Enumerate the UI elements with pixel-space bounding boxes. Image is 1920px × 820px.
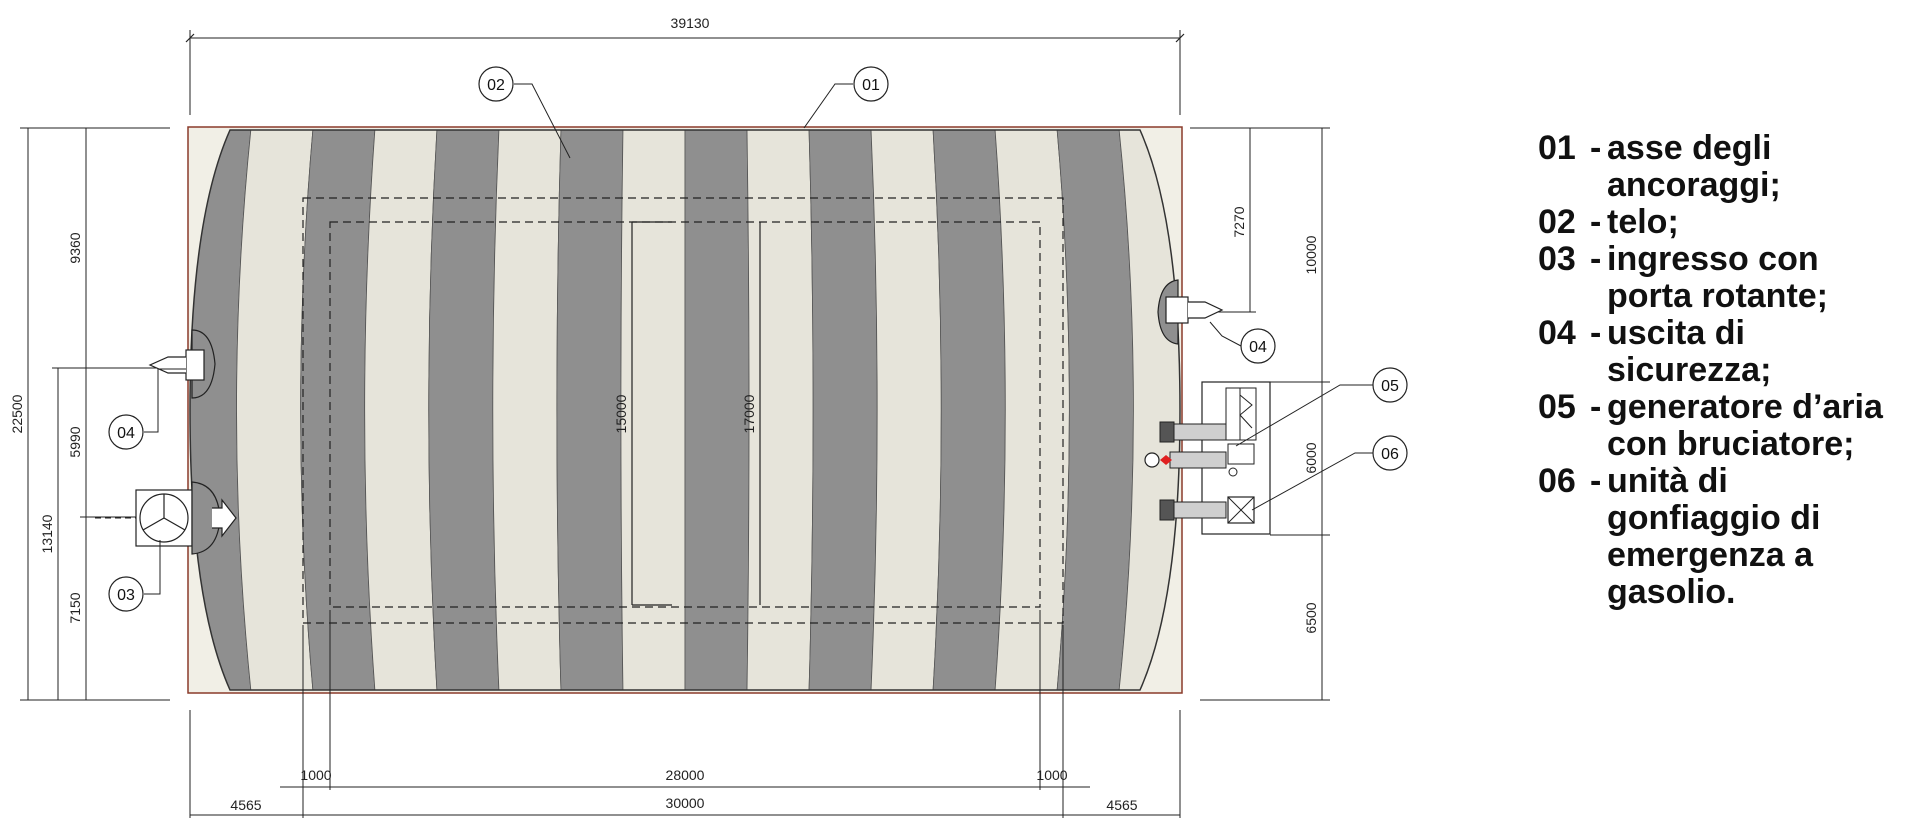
dim-bottom-side-r: 1000 bbox=[1036, 767, 1067, 783]
legend-separator: - bbox=[1590, 388, 1602, 426]
legend-text: unità di gonfiaggio di emergenza a gasol… bbox=[1607, 462, 1821, 611]
callout-06: 06 bbox=[1372, 435, 1408, 471]
legend-item-02: 02 - telo; bbox=[1538, 204, 1908, 241]
dome-stripe bbox=[364, 130, 438, 690]
dim-left-d: 7150 bbox=[67, 592, 83, 623]
legend-item-01: 01 - asse degli ancoraggi; bbox=[1538, 130, 1908, 204]
dim-right-a: 7270 bbox=[1231, 206, 1247, 237]
revolving-door-entrance bbox=[95, 481, 237, 555]
dome-stripe bbox=[684, 130, 750, 690]
equipment-pad bbox=[1144, 381, 1271, 535]
dome-stripe bbox=[993, 130, 1070, 690]
dim-bottom-outer-l: 4565 bbox=[230, 797, 261, 813]
svg-text:03: 03 bbox=[117, 587, 135, 604]
dome-stripe bbox=[932, 130, 1006, 690]
dim-inner-15000: 15000 bbox=[613, 394, 629, 433]
legend-separator: - bbox=[1590, 240, 1602, 278]
dim-left-b: 5990 bbox=[67, 426, 83, 457]
dome-membrane bbox=[190, 130, 1180, 690]
legend-text: ingresso con porta rotante; bbox=[1607, 240, 1828, 315]
legend-item-03: 03 - ingresso con porta rotante; bbox=[1538, 241, 1908, 315]
legend-separator: - bbox=[1590, 129, 1602, 167]
legend-code: 04 bbox=[1538, 314, 1576, 352]
legend-code: 06 bbox=[1538, 462, 1576, 500]
dim-left-c: 13140 bbox=[39, 514, 55, 553]
callout-04-right: 04 bbox=[1240, 328, 1276, 364]
legend-text: uscita di sicurezza; bbox=[1607, 314, 1772, 389]
callout-leaders bbox=[144, 83, 1373, 595]
dim-bottom-mid: 28000 bbox=[666, 767, 705, 783]
dim-right-d: 6500 bbox=[1303, 602, 1319, 633]
inner-dashed-inner bbox=[329, 221, 1041, 608]
svg-text:01: 01 bbox=[862, 77, 880, 94]
legend-code: 02 bbox=[1538, 203, 1576, 241]
dim-bottom-side-l: 1000 bbox=[300, 767, 331, 783]
dim-bottom-outer-r: 4565 bbox=[1106, 797, 1137, 813]
emergency-exit-right bbox=[1157, 279, 1224, 345]
legend-text: generatore d’aria con bruciatore; bbox=[1607, 388, 1883, 463]
red-indicator bbox=[1160, 455, 1172, 465]
svg-text:04: 04 bbox=[117, 425, 135, 442]
dim-bottom-total: 30000 bbox=[666, 795, 705, 811]
dim-left-a: 9360 bbox=[67, 232, 83, 263]
legend-separator: - bbox=[1590, 314, 1602, 352]
emergency-exit-left bbox=[148, 329, 216, 399]
legend-item-04: 04 - uscita di sicurezza; bbox=[1538, 315, 1908, 389]
dim-right-b: 10000 bbox=[1303, 235, 1319, 274]
legend-item-05: 05 - generatore d’aria con bruciatore; bbox=[1538, 389, 1908, 463]
legend-text: asse degli ancoraggi; bbox=[1607, 129, 1781, 204]
callout-05: 05 bbox=[1372, 367, 1408, 403]
dim-right-c: 6000 bbox=[1303, 442, 1319, 473]
legend-separator: - bbox=[1590, 462, 1602, 500]
svg-text:04: 04 bbox=[1249, 339, 1267, 356]
callout-02: 02 bbox=[478, 66, 514, 102]
svg-text:05: 05 bbox=[1381, 378, 1399, 395]
callout-01: 01 bbox=[853, 66, 889, 102]
dim-left-total: 22500 bbox=[9, 394, 25, 433]
legend-code: 01 bbox=[1538, 129, 1576, 167]
legend-code: 03 bbox=[1538, 240, 1576, 278]
dome-stripe bbox=[492, 130, 562, 690]
dome-stripe bbox=[620, 130, 686, 690]
legend: 01 - asse degli ancoraggi; 02 - telo; 03… bbox=[1538, 130, 1908, 611]
dome-stripe bbox=[870, 130, 942, 690]
callout-04-left: 04 bbox=[108, 414, 144, 450]
legend-text: telo; bbox=[1607, 203, 1679, 241]
callout-03: 03 bbox=[108, 576, 144, 612]
legend-code: 05 bbox=[1538, 388, 1576, 426]
inner-dashed-outer bbox=[302, 197, 1064, 624]
svg-text:06: 06 bbox=[1381, 446, 1399, 463]
dim-top-total: 39130 bbox=[671, 15, 710, 31]
legend-separator: - bbox=[1590, 203, 1602, 241]
dome-stripe bbox=[808, 130, 878, 690]
legend-item-06: 06 - unità di gonfiaggio di emergenza a … bbox=[1538, 463, 1908, 611]
dim-inner-17000: 17000 bbox=[741, 394, 757, 433]
dome-stripes bbox=[190, 130, 1180, 690]
svg-text:02: 02 bbox=[487, 77, 505, 94]
dome-stripe bbox=[428, 130, 500, 690]
